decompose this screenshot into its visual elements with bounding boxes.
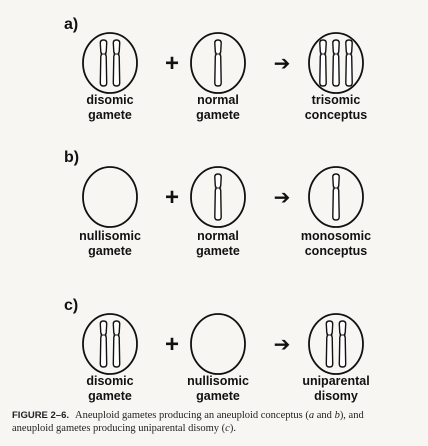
chromosome-icon bbox=[332, 173, 340, 221]
caption-ref-b: b bbox=[334, 410, 340, 421]
label-line2: gamete bbox=[196, 108, 240, 122]
cell-circle bbox=[308, 32, 364, 94]
caption-line2-main: aneuploid gametes producing uniparental … bbox=[12, 422, 226, 434]
cell-circle bbox=[82, 32, 138, 94]
chromosome-icon bbox=[112, 320, 121, 368]
cell-circle bbox=[190, 166, 246, 228]
caption-figure-label: FIGURE 2–6. bbox=[12, 410, 70, 421]
label-line1: nullisomic bbox=[187, 374, 249, 388]
plus-icon: + bbox=[165, 184, 179, 211]
panel-row-2: disomicgametenullisomicgameteuniparental… bbox=[82, 313, 370, 403]
figure-caption: FIGURE 2–6. Aneuploid gametes producing a… bbox=[12, 410, 422, 435]
label-line1: monosomic bbox=[301, 229, 371, 243]
chromosome-icon bbox=[214, 39, 222, 87]
label-line2: gamete bbox=[196, 244, 240, 258]
chromosome-icon bbox=[112, 39, 121, 87]
label-line2: gamete bbox=[88, 389, 132, 403]
label-line1: trisomic bbox=[312, 93, 361, 107]
chromosome-icon bbox=[99, 320, 108, 368]
chromosome-icon bbox=[99, 39, 108, 87]
cell-circle bbox=[82, 313, 138, 375]
cell-circle bbox=[308, 166, 364, 228]
label-line2: gamete bbox=[196, 389, 240, 403]
label-line2: disomy bbox=[314, 389, 358, 403]
caption-line2-end: ). bbox=[229, 422, 236, 434]
caption-line1-end: ), and bbox=[339, 410, 364, 421]
chromosome-icon bbox=[345, 39, 353, 87]
cell-circle bbox=[308, 313, 364, 375]
label-line2: conceptus bbox=[305, 244, 368, 258]
plus-icon: + bbox=[165, 50, 179, 77]
label-line1: uniparental bbox=[302, 374, 369, 388]
panel-c-label: c) bbox=[64, 297, 79, 314]
caption-line1-main: Aneuploid gametes producing an aneuploid… bbox=[75, 410, 309, 421]
panel-b-label: b) bbox=[64, 149, 80, 166]
arrow-right-icon: ➔ bbox=[274, 332, 291, 356]
label-line1: normal bbox=[197, 229, 239, 243]
label-line2: gamete bbox=[88, 108, 132, 122]
caption-ref-a: a bbox=[308, 410, 315, 421]
cell-circle bbox=[190, 32, 246, 94]
label-line1: disomic bbox=[86, 93, 133, 107]
aneuploidy-diagram: disomicgametenormalgametetrisomicconcept… bbox=[79, 32, 371, 403]
arrow-right-icon: ➔ bbox=[274, 185, 291, 209]
panel-row-1: nullisomicgametenormalgametemonosomiccon… bbox=[79, 166, 371, 258]
caption-line1-and: and bbox=[314, 410, 335, 421]
arrow-right-icon: ➔ bbox=[274, 51, 291, 75]
panel-row-0: disomicgametenormalgametetrisomicconcept… bbox=[82, 32, 368, 122]
chromosome-icon bbox=[214, 173, 222, 221]
chromosome-icon bbox=[325, 320, 334, 368]
label-line1: nullisomic bbox=[79, 229, 141, 243]
caption-ref-c: c bbox=[225, 422, 230, 434]
cell-circle bbox=[190, 313, 246, 375]
panel-a-label: a) bbox=[64, 16, 79, 33]
plus-icon: + bbox=[165, 331, 179, 358]
label-line2: gamete bbox=[88, 244, 132, 258]
cell-circle bbox=[82, 166, 138, 228]
chromosome-icon bbox=[319, 39, 327, 87]
chromosome-icon bbox=[332, 39, 340, 87]
label-line2: conceptus bbox=[305, 108, 368, 122]
label-line1: normal bbox=[197, 93, 239, 107]
label-line1: disomic bbox=[86, 374, 133, 388]
chromosome-icon bbox=[338, 320, 347, 368]
